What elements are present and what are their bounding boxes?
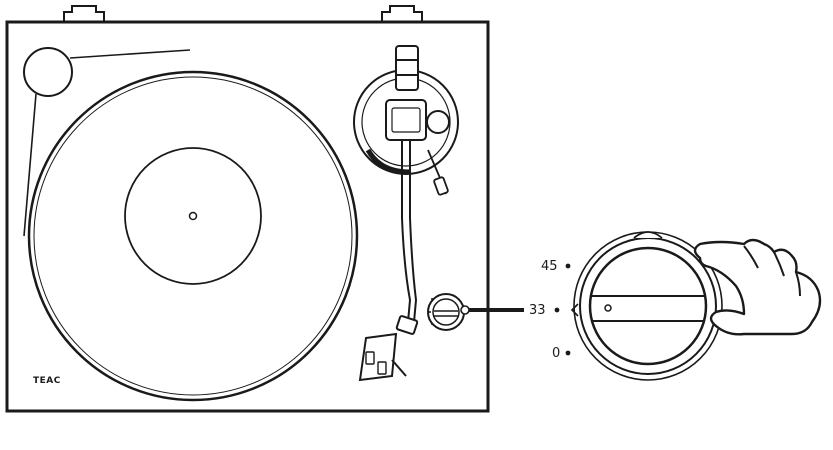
hand-icon [693, 238, 822, 336]
hinge-right [381, 5, 423, 22]
speed-labels: 45 33 0 [529, 259, 571, 361]
tonearm-pivot [385, 99, 450, 141]
speed-label-0: 0 [552, 346, 560, 361]
speed-label-45: 45 [541, 259, 558, 274]
tonearm [401, 140, 418, 323]
drive-pulley [23, 47, 73, 97]
drive-belt [23, 49, 191, 237]
speed-selector-knob[interactable] [427, 293, 465, 331]
hinge-left [63, 5, 105, 22]
arm-lift-lever [427, 149, 449, 196]
speed-knob-enlarged[interactable] [570, 231, 723, 381]
headshell [358, 315, 419, 382]
brand-logo: TEAC [33, 376, 61, 386]
speed-label-33: 33 [529, 303, 546, 318]
spindle [188, 211, 198, 221]
platter-rim [33, 76, 353, 396]
knob-indicator [604, 304, 612, 312]
counterweight [395, 45, 419, 91]
callout-leader [460, 305, 524, 315]
knob-grip-bar [592, 295, 704, 322]
